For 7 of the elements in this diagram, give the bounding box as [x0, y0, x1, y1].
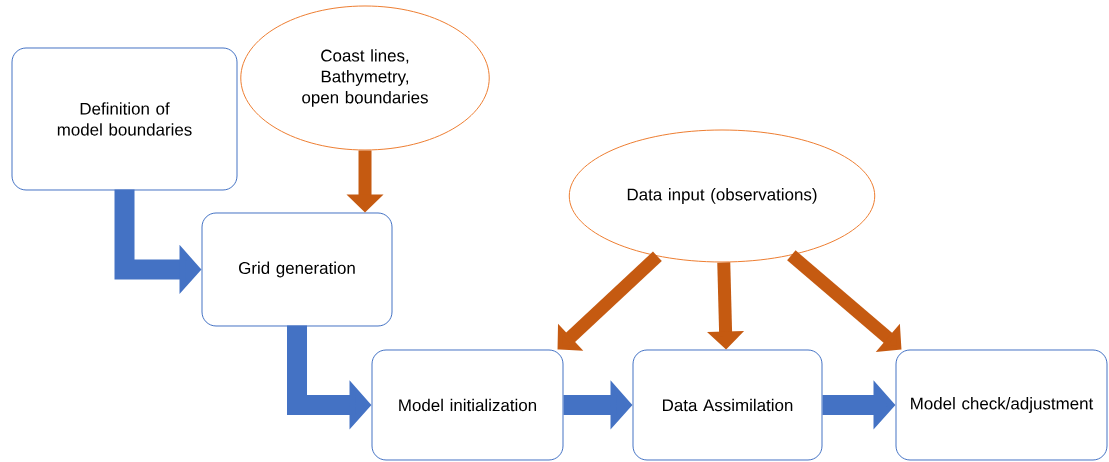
process-box: Data Assimilation: [632, 349, 823, 461]
process-box: Definition of model boundaries: [11, 47, 238, 191]
process-box: Model check/adjustment: [895, 349, 1108, 461]
arrow: [787, 250, 902, 352]
process-box: Grid generation: [201, 212, 393, 327]
arrow: [557, 251, 662, 351]
process-box: Model initialization: [371, 349, 564, 461]
